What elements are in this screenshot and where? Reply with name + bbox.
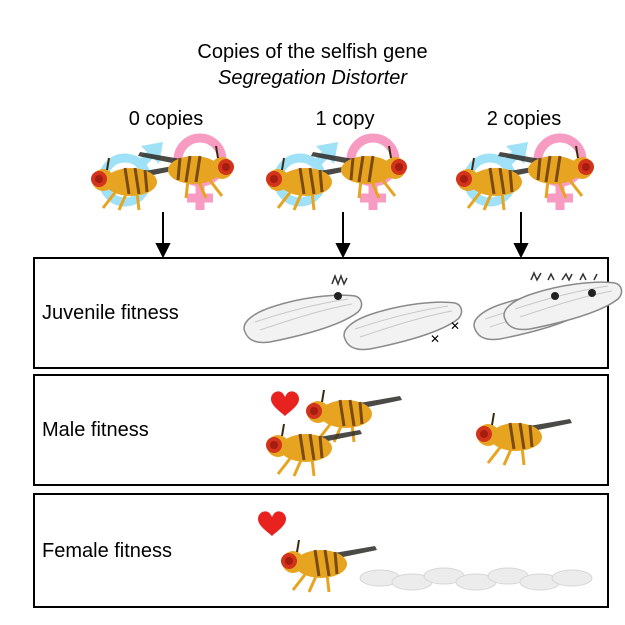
dead-mark-icon: ✕ [450,319,460,333]
arrow-head-icon [155,243,171,259]
arrow-head-icon [335,243,351,259]
female-fly-icon [264,422,364,478]
dead-mark-icon: ✕ [430,332,440,346]
arrow-head-icon [513,243,529,259]
male-fitness-label: Male fitness [42,419,149,441]
female-fitness-flies [258,511,593,594]
larva-icon [343,301,463,351]
juvenile-fitness-panel: Juvenile fitness [33,257,609,369]
female-fitness-label: Female fitness [42,540,173,562]
column-label-2-copies: 2 copies [486,108,562,130]
female-fitness-panel: Female fitness [33,493,609,608]
column-label-1-copy: 1 copy [315,108,375,130]
larva-eye-icon [334,292,342,300]
parents-1-copy [264,138,407,210]
title-line-2: Segregation Distorter [218,67,407,89]
title-line-1: Copies of the selfish gene [197,41,428,63]
male-fitness-panel: Male fitness [33,374,609,486]
juvenile-fitness-label: Juvenile fitness [42,302,179,324]
wriggle-mark-icon [530,271,598,282]
female-fly-icon [279,538,379,594]
larva-eye-icon [588,289,596,297]
egg-icon [551,569,593,587]
male-fitness-flies [264,388,574,478]
parents-0-copies [89,138,234,210]
egg-row [359,567,593,591]
heart-icon [271,391,299,416]
larva-eye-icon [551,292,559,300]
juvenile-larvae: ✕ ✕ [243,271,623,351]
heart-icon [258,511,286,536]
parents-2-copies [454,138,594,210]
wriggle-mark-icon [331,273,348,287]
column-label-0-copies: 0 copies [128,108,204,130]
male-fly-icon [474,411,574,467]
